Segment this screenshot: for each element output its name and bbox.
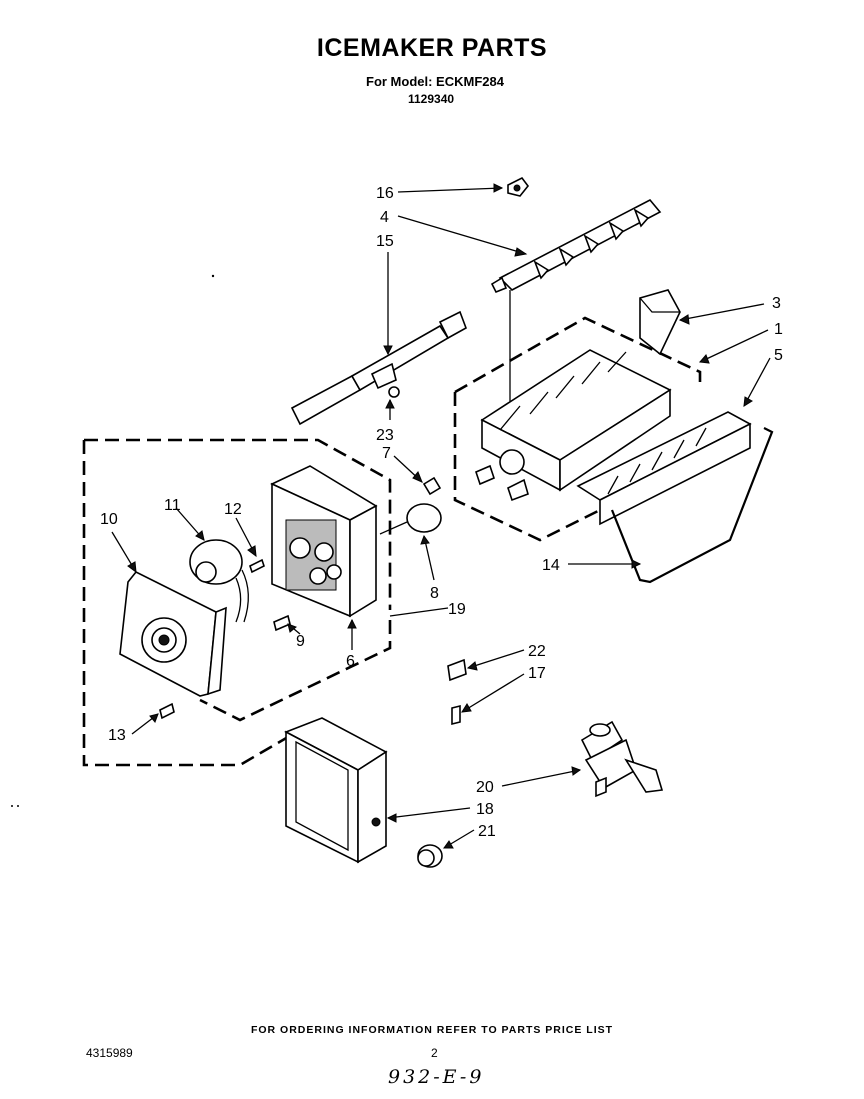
model-line: For Model: ECKMF284: [366, 74, 504, 89]
document-code: 4315989: [86, 1046, 133, 1060]
callout-12: 12: [224, 501, 242, 518]
thermostat-part-8: [379, 503, 442, 535]
callout-19: 19: [448, 601, 466, 618]
feeler-arm-part-14: [610, 427, 774, 584]
ordering-note: FOR ORDERING INFORMATION REFER TO PARTS …: [250, 1024, 614, 1036]
mold-part-1: [475, 349, 672, 502]
callout-14: 14: [542, 557, 560, 574]
assembly-outlines: [82, 316, 702, 767]
callout-7: 7: [382, 445, 391, 462]
water-valve-part-20: [580, 720, 664, 798]
callout-10: 10: [100, 511, 118, 528]
ejector-part-4: [490, 198, 662, 420]
clip-part-7: [422, 476, 442, 496]
screw-part-17: [451, 704, 461, 726]
knob-part-21: [417, 844, 443, 868]
margin-specks: [11, 274, 215, 807]
callout-11: 11: [164, 497, 181, 514]
callout-4: 4: [380, 209, 389, 226]
stripper-part-5: [576, 411, 752, 526]
callout-9: 9: [296, 633, 305, 650]
callout-20: 20: [476, 779, 494, 796]
handwritten-code: 932-E-9: [388, 1066, 485, 1088]
housing-part-6: [270, 465, 378, 618]
callout-22: 22: [528, 643, 546, 660]
leader-lines: [111, 183, 771, 849]
motor-part-11: [189, 539, 249, 623]
page-number: 2: [431, 1046, 438, 1060]
callout-5: 5: [774, 347, 783, 364]
callout-3: 3: [772, 295, 781, 312]
callout-17: 17: [528, 665, 546, 682]
callout-15: 15: [376, 233, 394, 250]
screw-part-13: [159, 702, 175, 720]
harness-part-15: [290, 310, 467, 426]
fill-cup-part-3: [639, 289, 681, 356]
callout-16: 16: [376, 185, 394, 202]
callout-18: 18: [476, 801, 494, 818]
callout-8: 8: [430, 585, 439, 602]
screw-part-12: [249, 558, 265, 574]
bracket-part-22: [447, 658, 467, 682]
screw-part-9: [273, 614, 291, 632]
callout-21: 21: [478, 823, 496, 840]
clip-part-16: [507, 176, 530, 197]
page-title: ICEMAKER PARTS: [316, 34, 548, 62]
callout-23: 23: [376, 427, 394, 444]
cover-part-18: [284, 717, 388, 864]
callout-6: 6: [346, 653, 355, 670]
mounting-plate-part-10: [119, 570, 227, 697]
callout-1: 1: [774, 321, 783, 338]
callout-labels: 16 4 15 3 1 5 23 7 11 12 10 8 19 9 6 14 …: [100, 185, 783, 840]
part-number: 1129340: [408, 92, 455, 106]
callout-13: 13: [108, 727, 126, 744]
